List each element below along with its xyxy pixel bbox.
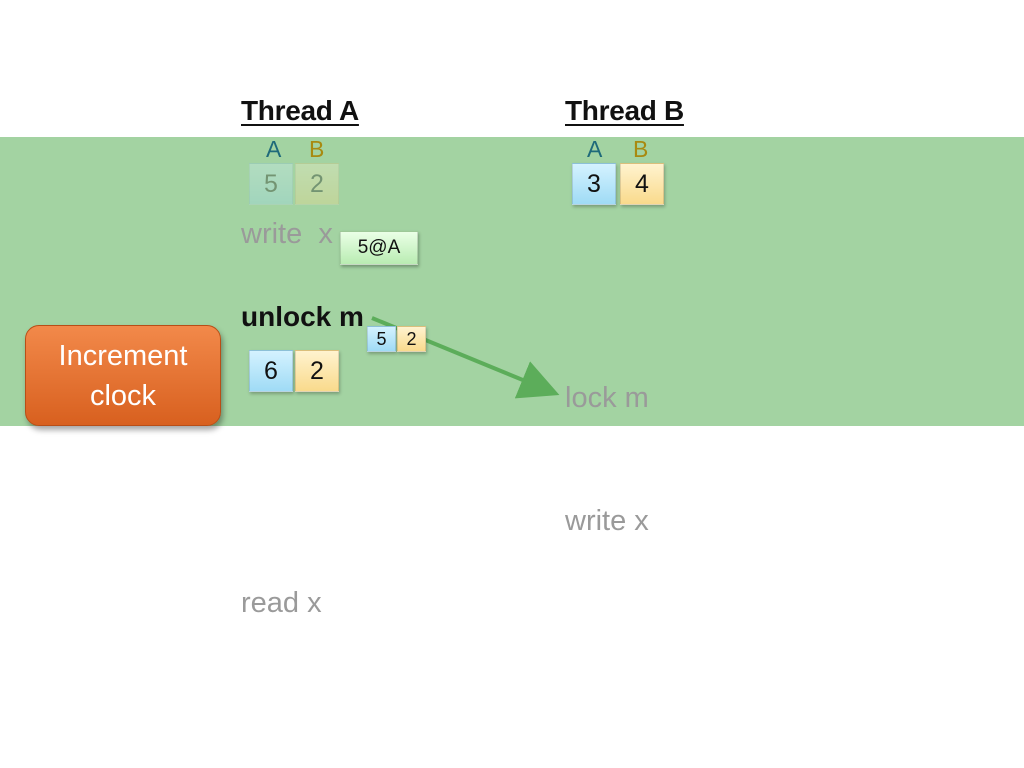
thread-b-lock-op: lock m [565, 382, 649, 414]
release-clock-a: 5 [367, 326, 396, 352]
increment-clock-callout: Increment clock [25, 325, 221, 426]
thread-b-clock-label-b: B [633, 136, 649, 162]
thread-a-unlock-op: unlock m [241, 301, 364, 332]
thread-a-clock-label-a: A [266, 136, 282, 162]
write-timestamp-tag: 5@A [340, 231, 418, 265]
thread-b-clock-a: 3 [572, 163, 616, 205]
thread-a-clock-b: 2 [295, 350, 339, 392]
thread-b-title: Thread B [565, 95, 684, 126]
thread-b-write-op: write x [565, 505, 649, 537]
thread-a-initial-clock-b: 2 [295, 163, 339, 205]
thread-a-clock-a: 6 [249, 350, 293, 392]
thread-a-initial-clock-a: 5 [249, 163, 293, 205]
release-clock-b: 2 [397, 326, 426, 352]
callout-line-1: Increment [58, 339, 188, 372]
thread-a-read-op: read x [241, 587, 322, 619]
thread-a-clock-label-b: B [309, 136, 325, 162]
callout-line-2: clock [89, 379, 157, 412]
thread-a-title: Thread A [241, 95, 359, 126]
thread-a-write-op: write x [241, 218, 333, 250]
thread-b-clock-b: 4 [620, 163, 664, 205]
thread-b-clock-label-a: A [587, 136, 603, 162]
